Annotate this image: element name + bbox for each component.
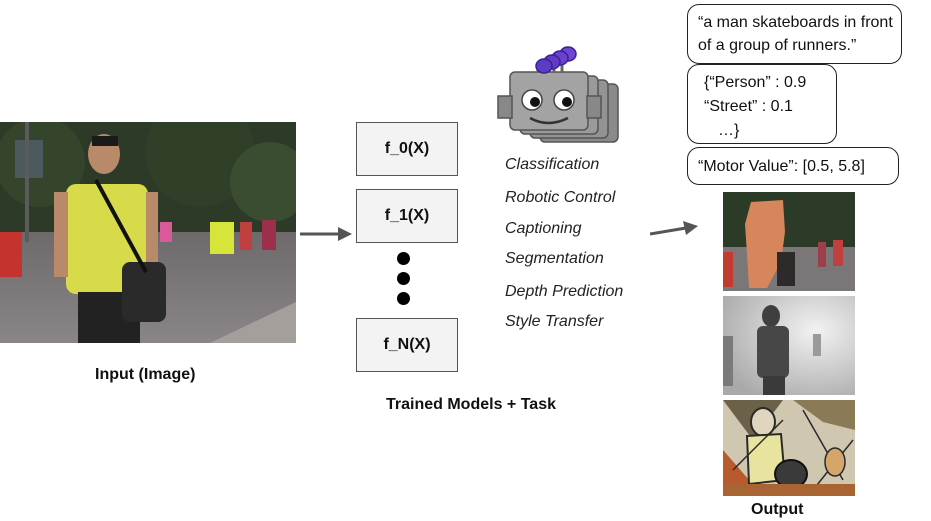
depth-image xyxy=(723,296,855,395)
task-style-transfer: Style Transfer xyxy=(505,313,604,330)
task-depth-prediction: Depth Prediction xyxy=(505,283,624,300)
task-classification: Classification xyxy=(505,156,600,173)
segmentation-image xyxy=(723,192,855,291)
robot-icon xyxy=(497,46,619,143)
task-captioning: Captioning xyxy=(505,220,582,237)
classification-line: {“Person” : 0.9 xyxy=(704,74,807,91)
classification-line: “Street” : 0.1 xyxy=(704,98,793,115)
motor-output: “Motor Value”: [0.5, 5.8] xyxy=(687,147,899,185)
ellipsis-dot xyxy=(397,272,410,285)
output-label: Output xyxy=(751,501,804,518)
input-arrow xyxy=(300,227,352,241)
ellipsis-dot xyxy=(397,252,410,265)
model-box-0: f_0(X) xyxy=(356,122,458,176)
model-box-1: f_1(X) xyxy=(356,189,458,243)
caption-line: of a group of runners.” xyxy=(698,37,857,54)
classification-line: …} xyxy=(718,122,740,139)
classification-output: {“Person” : 0.9 “Street” : 0.1 …} xyxy=(687,64,837,144)
model-box-n: f_N(X) xyxy=(356,318,458,372)
ellipsis-dot xyxy=(397,292,410,305)
task-robotic-control: Robotic Control xyxy=(505,189,616,206)
models-label: Trained Models + Task xyxy=(386,396,556,413)
caption-output: “a man skateboards in front of a group o… xyxy=(687,4,902,64)
input-label: Input (Image) xyxy=(95,366,196,383)
output-arrow xyxy=(650,221,698,236)
input-image xyxy=(0,97,310,343)
style-transfer-image xyxy=(723,400,855,496)
caption-line: “a man skateboards in front xyxy=(698,14,893,31)
motor-value-text: “Motor Value”: [0.5, 5.8] xyxy=(698,158,865,175)
task-segmentation: Segmentation xyxy=(505,250,604,267)
